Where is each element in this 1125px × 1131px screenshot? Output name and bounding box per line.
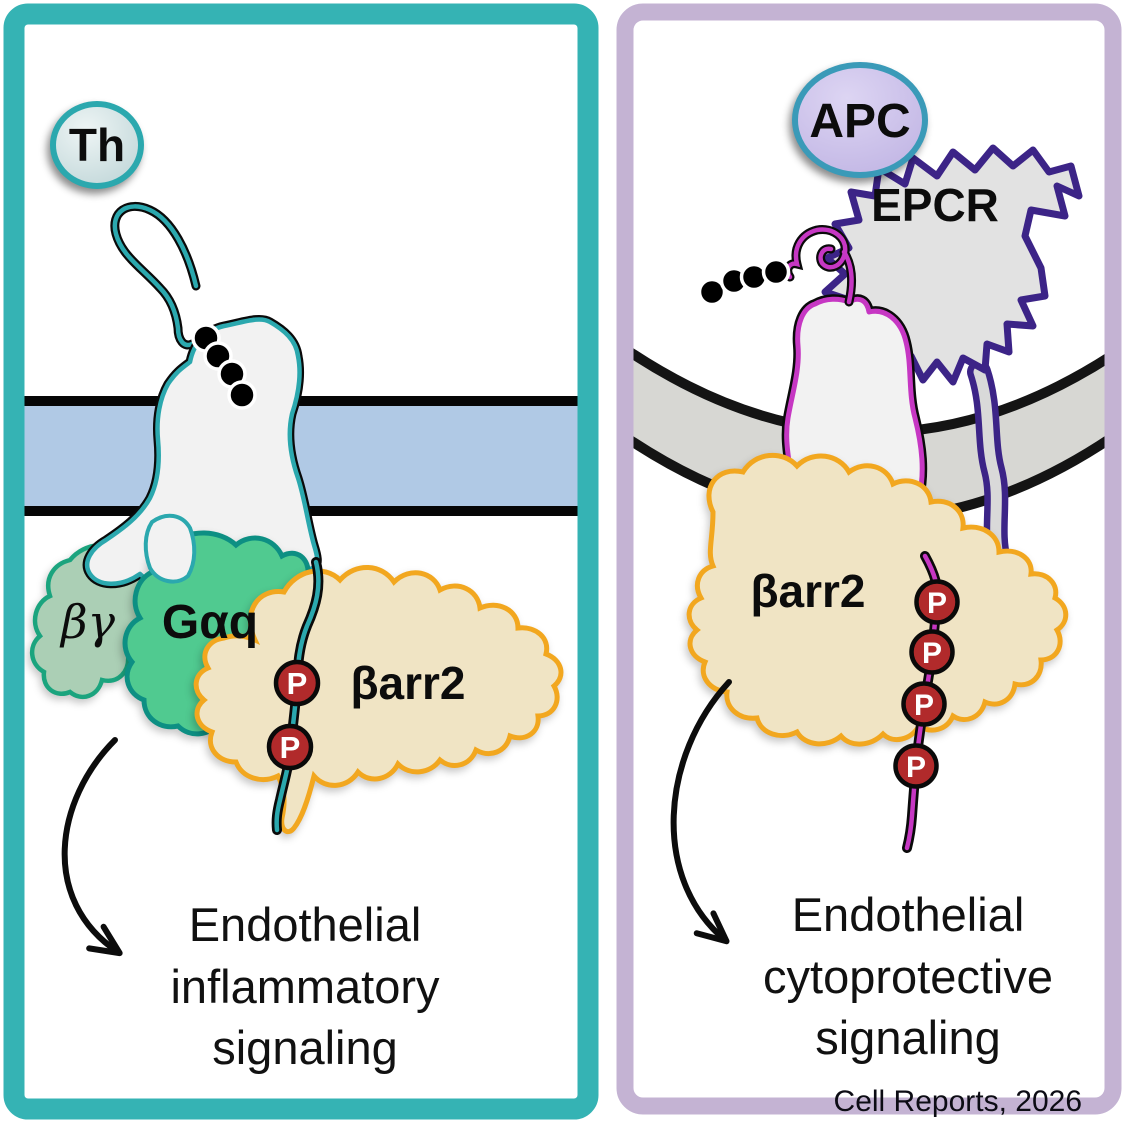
thrombin-ligand: Th: [50, 101, 144, 189]
phosphate-badge: P: [901, 681, 947, 727]
outcome-line: signaling: [815, 1011, 1001, 1064]
left-panel-border: [3, 3, 599, 1120]
beta-arrestin2-label-left: βarr2: [350, 657, 465, 709]
outcome-line: inflammatory: [170, 960, 440, 1013]
apc-label: APC: [809, 95, 910, 148]
tethered-ligand-beads-left: [191, 323, 257, 410]
g-alpha-q-label: Gαq: [162, 596, 258, 649]
journal-caption: Cell Reports, 2026: [833, 1085, 1082, 1118]
outcome-line: cytoprotective: [763, 950, 1053, 1003]
receptor-extracellular-loop: [112, 204, 199, 348]
beta-arrestin2-right: [686, 452, 1069, 747]
outcome-text-left: Endothelial inflammatory signaling: [170, 898, 440, 1074]
bead-icon: [227, 380, 257, 410]
signaling-arrow-left: [61, 737, 123, 957]
apc-ligand: APC: [792, 62, 928, 178]
phosphorylation-sites-left: P P: [266, 659, 321, 771]
outcome-line: signaling: [212, 1021, 398, 1074]
phosphate-label: P: [922, 637, 942, 670]
cleaved-peptide-beads-right: [697, 257, 791, 307]
phosphorylation-sites-right: P P P P: [893, 579, 960, 789]
bead-icon: [761, 257, 791, 287]
thrombin-panel-figure: P P Th βγ Gαq βarr2 Endothelial inflamma…: [3, 3, 599, 1120]
outcome-line: Endothelial: [189, 898, 422, 951]
right-panel-border: [616, 3, 1122, 1115]
thrombin-label: Th: [69, 119, 125, 171]
outcome-text-right: Endothelial cytoprotective signaling: [763, 888, 1053, 1064]
receptor-n-terminus: [785, 227, 854, 305]
beta-arrestin2-label-right: βarr2: [750, 565, 865, 617]
phosphate-badge: P: [893, 743, 939, 789]
phosphate-badge: P: [273, 659, 321, 707]
thrombin-panel: P P Th βγ Gαq βarr2 Endothelial inflamma…: [3, 3, 599, 1120]
apc-panel-figure: P P P P APC EPCR βarr2 Endothelial cytop…: [616, 3, 1122, 1115]
receptor-intracellular-leg: [143, 513, 197, 584]
membrane-top-edge: [18, 396, 584, 406]
phosphate-badge: P: [266, 723, 314, 771]
phosphate-badge: P: [909, 629, 955, 675]
phosphate-label: P: [914, 689, 934, 722]
phosphate-badge: P: [914, 579, 960, 625]
epcr-label: EPCR: [871, 179, 999, 231]
signaling-arrow-right: [670, 679, 732, 945]
beta-gamma-label: βγ: [59, 595, 116, 649]
phosphate-label: P: [927, 587, 947, 620]
bead-icon: [697, 277, 727, 307]
apc-panel: P P P P APC EPCR βarr2 Endothelial cytop…: [613, 0, 1125, 1131]
phosphate-label: P: [287, 666, 308, 701]
phosphate-label: P: [280, 730, 301, 765]
receptor-extracellular-loop-outline: [110, 201, 201, 350]
receptor-c-tail-left: [271, 557, 324, 835]
phosphate-label: P: [906, 751, 926, 784]
outcome-line: Endothelial: [792, 888, 1025, 941]
par1-receptor-left: [82, 201, 322, 589]
